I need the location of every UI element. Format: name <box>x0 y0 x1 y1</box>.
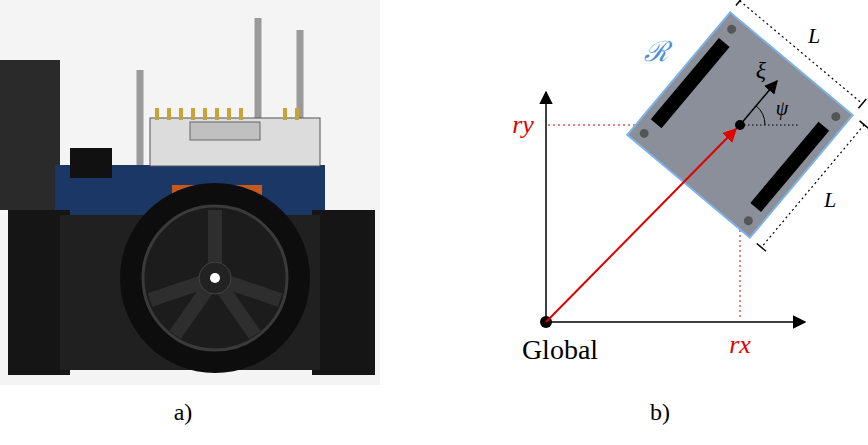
frame-name: ℛ <box>644 38 668 66</box>
heading <box>740 81 800 125</box>
robot-photo <box>0 0 380 385</box>
axis-value: ry <box>512 112 534 138</box>
robot-square <box>627 0 868 251</box>
angle-symbol: ψ <box>776 98 788 118</box>
origin-label: Global <box>522 336 598 364</box>
panel-label: b) <box>650 400 670 424</box>
axis-value: rx <box>729 332 751 358</box>
dimension: L <box>824 189 836 211</box>
panel-label: a) <box>174 400 193 424</box>
dimension: L <box>808 25 820 47</box>
position-vector <box>546 129 736 322</box>
robot-center <box>735 120 745 130</box>
heading-symbol: ξ <box>756 58 766 82</box>
